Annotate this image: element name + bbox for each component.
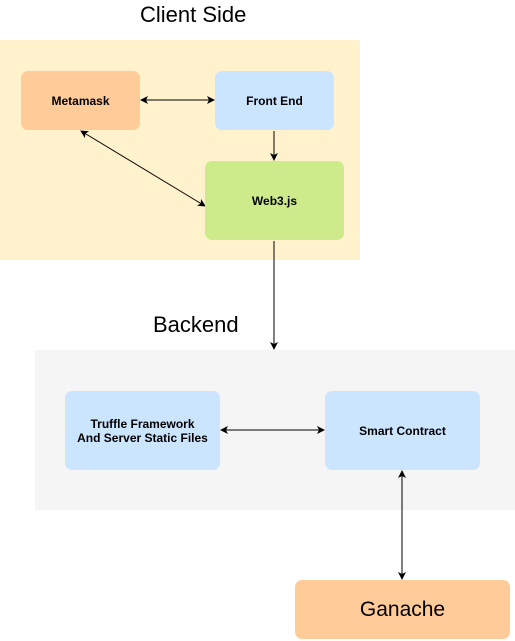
front-end-node: Front End: [215, 71, 334, 130]
backend-title: Backend: [153, 312, 239, 337]
web3-node: Web3.js: [205, 161, 344, 240]
truffle-node: Truffle Framework And Server Static File…: [65, 391, 220, 470]
smart-contract-label: Smart Contract: [359, 423, 446, 438]
smart-contract-node: Smart Contract: [325, 391, 480, 470]
edge-metamask-web3: [80, 130, 206, 207]
web3-label: Web3.js: [251, 193, 298, 208]
truffle-label: Truffle Framework And Server Static File…: [77, 416, 208, 445]
client-side-title: Client Side: [140, 2, 247, 27]
ganache-node: Ganache: [295, 580, 510, 639]
front-end-label: Front End: [246, 93, 303, 108]
ganache-label: Ganache: [359, 597, 446, 621]
metamask-label: Metamask: [51, 93, 110, 108]
metamask-node: Metamask: [21, 71, 140, 130]
